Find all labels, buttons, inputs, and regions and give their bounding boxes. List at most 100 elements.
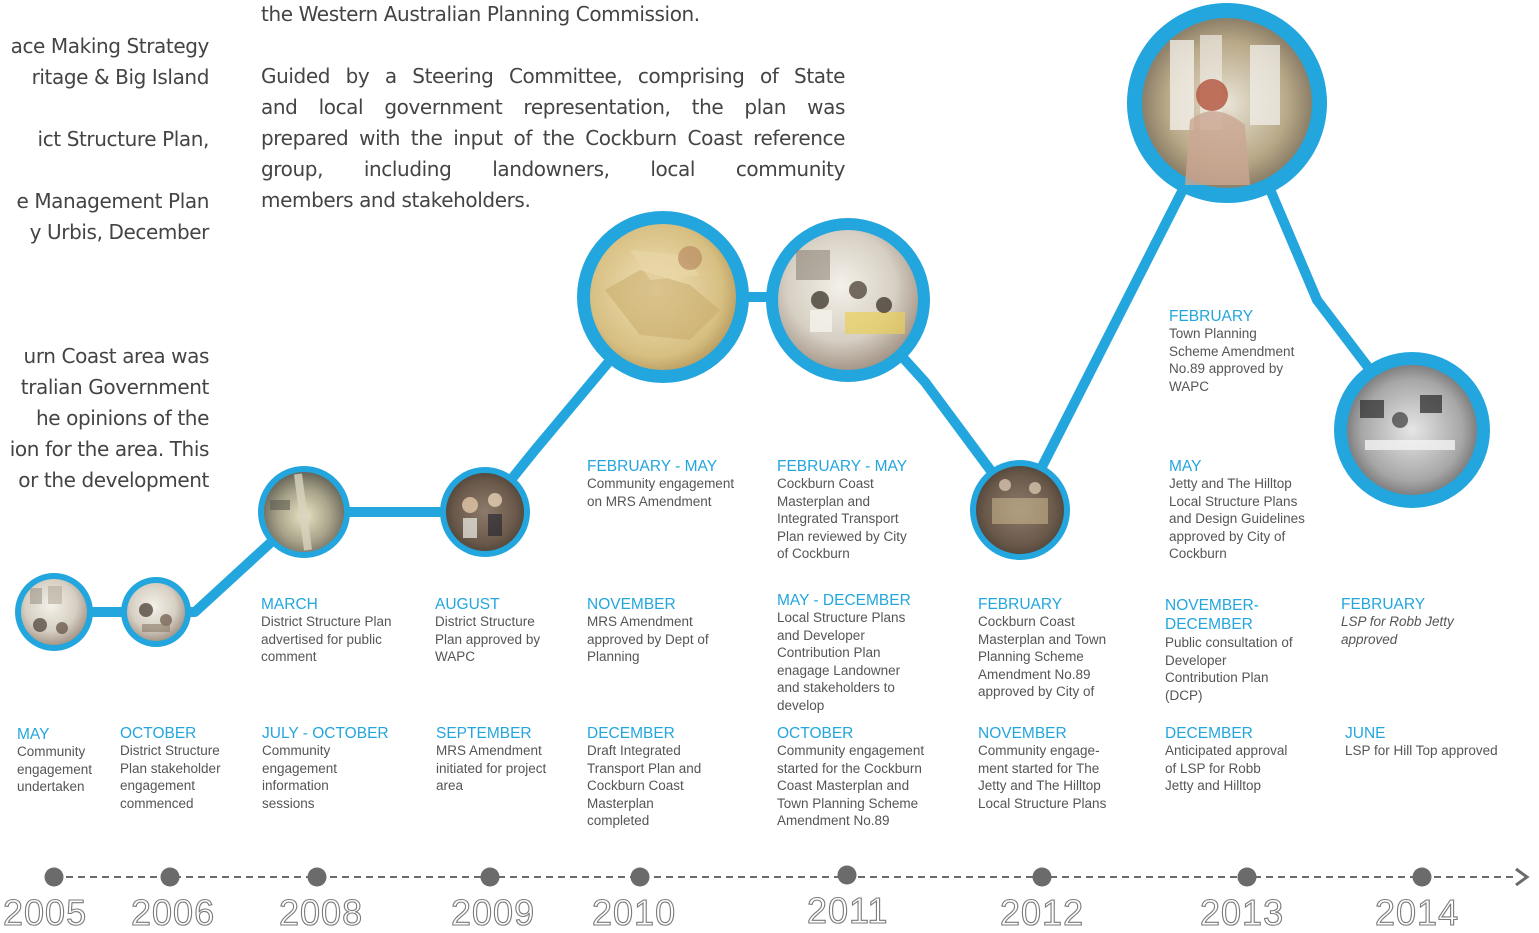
year-label: 2011: [806, 890, 889, 931]
photo-circle-2008: [258, 466, 350, 558]
event-body: Community engagement undertaken: [17, 744, 93, 794]
event-body: Cockburn Coast Masterplan and Integrated…: [777, 476, 907, 561]
photo-circle-2010: [577, 211, 749, 383]
photo-circle-2014: [1334, 352, 1490, 508]
intro-line: members and stakeholders.: [261, 188, 531, 212]
timeline-dot: [44, 867, 64, 887]
event-body: Community engagement on MRS Amendment: [587, 476, 735, 509]
event-body: LSP for Hill Top approved: [1345, 743, 1498, 758]
timeline-axis: [44, 865, 1530, 887]
event-heading: OCTOBER: [777, 725, 854, 742]
timeline-dot: [1237, 867, 1257, 887]
photo-circle-2012: [970, 460, 1070, 560]
event-body: Local Structure Plans and Developer Cont…: [777, 610, 906, 713]
event-heading: FEBRUARY: [1341, 596, 1426, 613]
event-2012-november: NOVEMBER Community engage- ment started …: [978, 725, 1106, 812]
intro-paragraph: the Western Australian Planning Commissi…: [261, 0, 845, 216]
event-body: District Structure Plan stakeholder enga…: [120, 743, 221, 811]
event-2008-july-october: JULY - OCTOBER Community engagement info…: [262, 725, 389, 812]
timeline-dot: [1412, 867, 1432, 887]
event-2011-may-december: MAY - DECEMBER Local Structure Plans and…: [777, 592, 911, 714]
arrow-right-icon: [1515, 867, 1530, 887]
event-2012-february: FEBRUARY Cockburn Coast Masterplan and T…: [978, 596, 1106, 701]
year-label: 2008: [278, 892, 364, 933]
event-2011-october: OCTOBER Community engagement started for…: [777, 725, 924, 830]
event-heading: NOVEMBER- DECEMBER: [1165, 597, 1259, 633]
event-2010-november: NOVEMBER MRS Amendment approved by Dept …: [587, 596, 709, 666]
photo-circle-2009: [440, 467, 530, 557]
event-2011-february-may: FEBRUARY - MAY Cockburn Coast Masterplan…: [777, 458, 907, 563]
event-heading: NOVEMBER: [978, 725, 1067, 742]
year-label: 2009: [450, 892, 536, 933]
event-body: LSP for Robb Jetty approved: [1341, 614, 1454, 647]
year-label: 2006: [130, 892, 216, 933]
event-body: MRS Amendment initiated for project area: [436, 743, 547, 793]
event-heading: MAY: [1169, 458, 1202, 475]
event-heading: FEBRUARY: [978, 596, 1063, 613]
left-line: y Urbis, December: [29, 220, 210, 244]
event-body: Cockburn Coast Masterplan and Town Plann…: [978, 614, 1107, 699]
event-body: District Structure Plan advertised for p…: [261, 614, 392, 664]
event-2006-october: OCTOBER District Structure Plan stakehol…: [120, 725, 221, 812]
event-heading: AUGUST: [435, 596, 500, 613]
left-line: ict Structure Plan,: [37, 127, 210, 151]
event-2014-june: JUNE LSP for Hill Top approved: [1345, 725, 1498, 760]
event-2010-february-may: FEBRUARY - MAY Community engagement on M…: [587, 458, 734, 510]
event-body: Anticipated approval of LSP for Robb Jet…: [1165, 743, 1288, 793]
timeline-dot: [160, 867, 180, 887]
photo-circle-2005: [15, 573, 93, 651]
photo-circle-2013: [1127, 3, 1327, 203]
event-heading: OCTOBER: [120, 725, 197, 742]
left-line: ace Making Strategy: [10, 34, 210, 58]
event-body: Town Planning Scheme Amendment No.89 app…: [1169, 326, 1295, 394]
event-heading: JULY - OCTOBER: [262, 725, 389, 742]
event-2013-february: FEBRUARY Town Planning Scheme Amendment …: [1169, 308, 1294, 395]
intro-line: group, including landowners, local commu…: [261, 157, 845, 181]
timeline-dot: [630, 867, 650, 887]
event-heading: SEPTEMBER: [436, 725, 532, 742]
event-2008-march: MARCH District Structure Plan advertised…: [261, 596, 392, 666]
year-label: 2010: [591, 892, 677, 933]
year-label: 2014: [1374, 892, 1460, 933]
event-body: Community engage- ment started for The J…: [978, 743, 1107, 811]
event-heading: MARCH: [261, 596, 318, 613]
event-2013-december: DECEMBER Anticipated approval of LSP for…: [1165, 725, 1287, 795]
left-column-text: ace Making Strategy ritage & Big Island …: [0, 31, 210, 496]
event-heading: MAY - DECEMBER: [777, 592, 911, 609]
intro-line: prepared with the input of the Cockburn …: [261, 126, 845, 150]
event-2005-may: MAY Community engagement undertaken: [17, 726, 92, 796]
left-line: tralian Government: [20, 375, 210, 399]
left-line: he opinions of the: [35, 406, 209, 430]
event-body: Draft Integrated Transport Plan and Cock…: [587, 743, 702, 828]
event-body: MRS Amendment approved by Dept of Planni…: [587, 614, 709, 664]
event-2009-august: AUGUST District Structure Plan approved …: [435, 596, 540, 666]
year-label: 2005: [2, 892, 88, 933]
event-heading: FEBRUARY - MAY: [587, 458, 718, 475]
event-body: District Structure Plan approved by WAPC: [435, 614, 541, 664]
event-heading: FEBRUARY: [1169, 308, 1254, 325]
event-body: Community engagement started for the Coc…: [777, 743, 925, 828]
left-line: urn Coast area was: [23, 344, 210, 368]
timeline-dot: [307, 867, 327, 887]
year-label: 2013: [1199, 892, 1285, 933]
intro-line: and local government representation, the…: [261, 95, 845, 119]
event-heading: DECEMBER: [587, 725, 675, 742]
left-line: or the development: [18, 468, 209, 492]
photo-circle-2006: [121, 577, 191, 647]
left-line: ion for the area. This: [9, 437, 210, 461]
intro-line: the Western Australian Planning Commissi…: [261, 2, 700, 26]
event-body: Jetty and The Hilltop Local Structure Pl…: [1169, 476, 1305, 561]
event-2013-november-december: NOVEMBER- DECEMBER Public consultation o…: [1165, 596, 1293, 704]
event-2010-december: DECEMBER Draft Integrated Transport Plan…: [587, 725, 701, 830]
timeline-dot: [480, 867, 500, 887]
event-heading: MAY: [17, 726, 50, 743]
event-heading: DECEMBER: [1165, 725, 1253, 742]
event-2014-february: FEBRUARY LSP for Robb Jetty approved: [1341, 596, 1454, 648]
event-heading: FEBRUARY - MAY: [777, 458, 908, 475]
event-heading: NOVEMBER: [587, 596, 676, 613]
timeline-dot: [837, 865, 857, 885]
event-body: Public consultation of Developer Contrib…: [1165, 635, 1293, 703]
event-heading: JUNE: [1345, 725, 1386, 742]
left-line: e Management Plan: [16, 189, 209, 213]
